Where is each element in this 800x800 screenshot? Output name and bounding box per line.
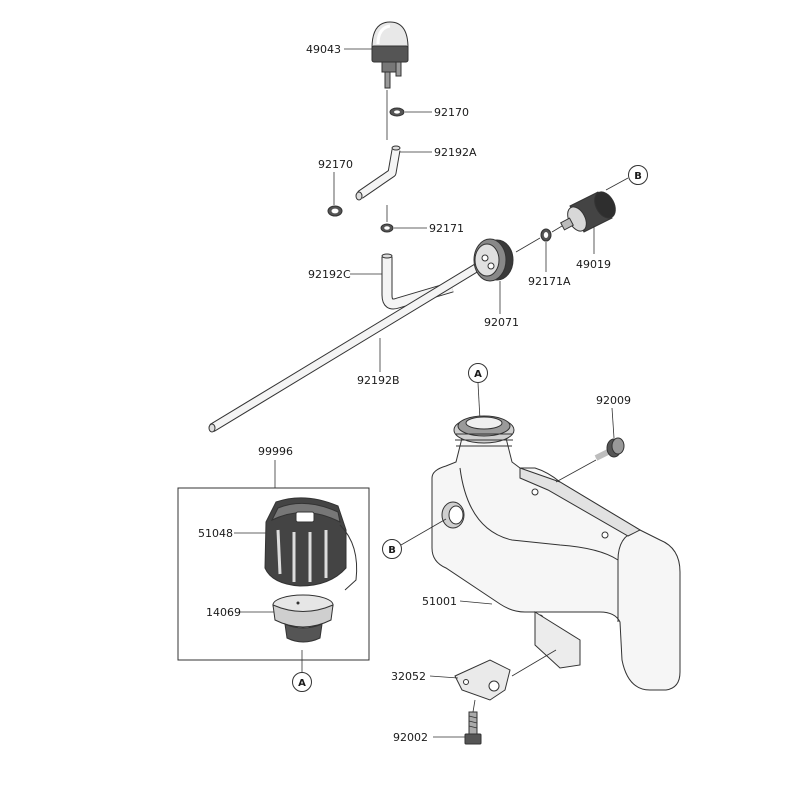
label-14069: 14069 bbox=[206, 606, 241, 619]
label-49019: 49019 bbox=[576, 258, 611, 271]
ref-b-tank: B bbox=[388, 545, 396, 556]
label-92071: 92071 bbox=[484, 316, 519, 329]
label-92171: 92171 bbox=[429, 222, 464, 235]
label-92171a: 92171A bbox=[528, 275, 571, 288]
label-92009: 92009 bbox=[596, 394, 631, 407]
label-92170-lower: 92170 bbox=[318, 158, 353, 171]
label-32052: 32052 bbox=[391, 670, 426, 683]
ref-circle-a-cap bbox=[292, 672, 312, 692]
label-92002: 92002 bbox=[393, 731, 428, 744]
label-49043: 49043 bbox=[306, 43, 341, 56]
label-92170-upper: 92170 bbox=[434, 106, 469, 119]
primer-bulb bbox=[371, 21, 409, 89]
ref-a-tank: A bbox=[474, 369, 482, 380]
label-92192b: 92192B bbox=[357, 374, 400, 387]
fuel-cap-gasket-14069 bbox=[272, 594, 334, 643]
fuel-cap-51048 bbox=[264, 497, 358, 591]
cap-assembly-box bbox=[177, 487, 370, 661]
label-92192c: 92192C bbox=[308, 268, 351, 281]
bracket-32052 bbox=[454, 659, 511, 701]
ref-a-cap: A bbox=[298, 678, 306, 689]
label-51048: 51048 bbox=[198, 527, 233, 540]
grommet-92071 bbox=[473, 238, 514, 282]
ref-circle-a-tank bbox=[468, 363, 488, 383]
ref-circle-b-top bbox=[628, 165, 648, 185]
ref-b-top: B bbox=[634, 171, 642, 182]
label-92192a: 92192A bbox=[434, 146, 477, 159]
bolt-92002 bbox=[464, 711, 482, 745]
bolt-92009 bbox=[594, 437, 625, 461]
fuel-filter-49019 bbox=[560, 191, 616, 233]
fuel-tank-51001 bbox=[431, 415, 681, 691]
label-99996: 99996 bbox=[258, 445, 293, 458]
ref-circle-b-tank bbox=[382, 539, 402, 559]
label-51001: 51001 bbox=[422, 595, 457, 608]
